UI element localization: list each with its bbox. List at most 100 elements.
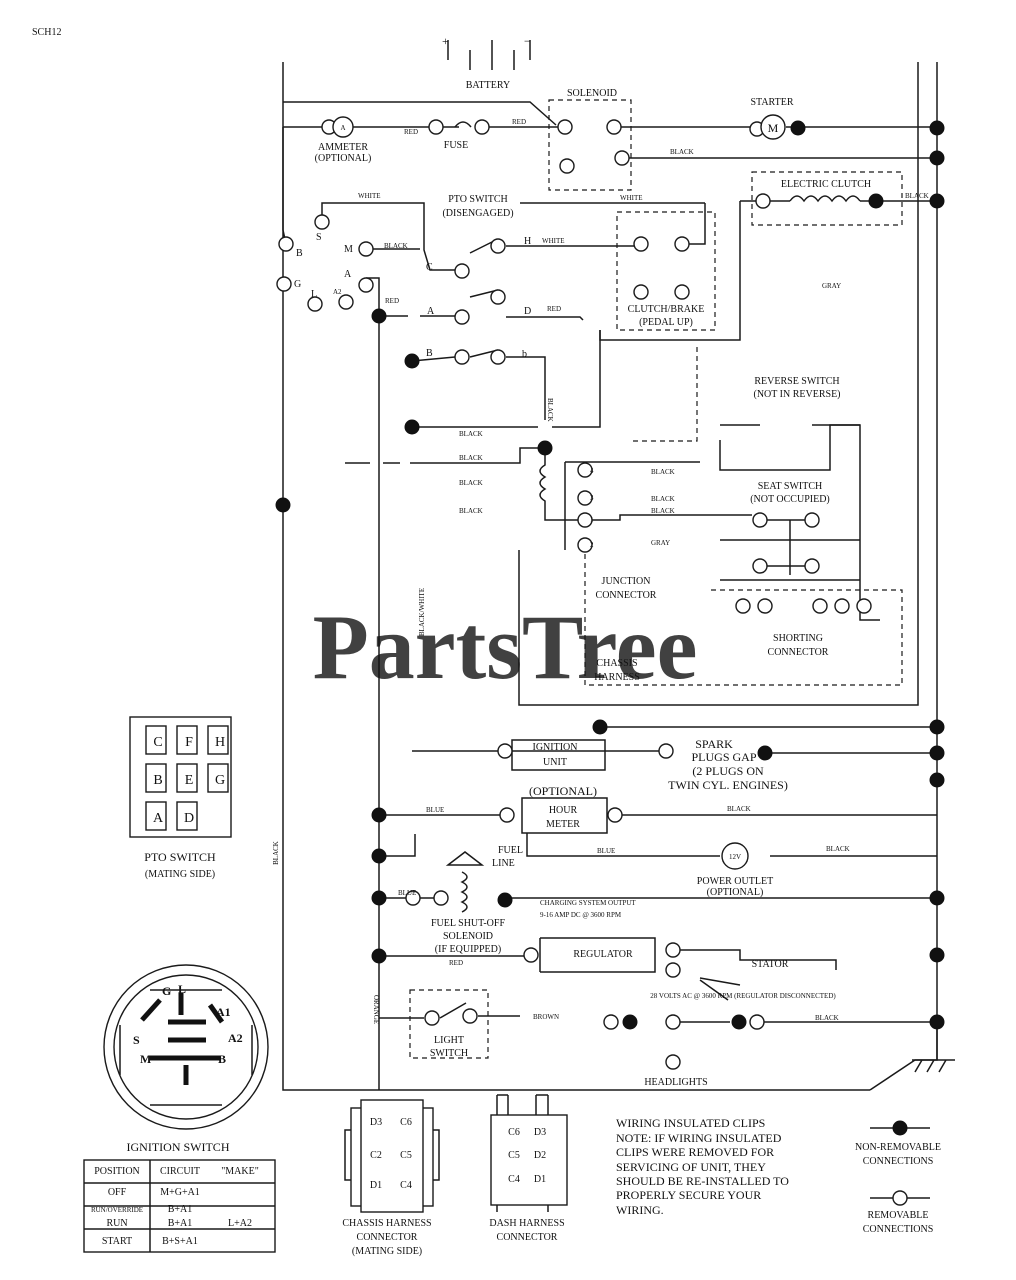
battery-plus: + <box>442 34 449 48</box>
pto-switch-top-note: (DISENGAGED) <box>442 208 513 219</box>
terminal-ring-43 <box>433 890 449 906</box>
ign-face-a1: A1 <box>216 1005 231 1019</box>
terminal-ring-19 <box>454 263 470 279</box>
wire-white-1: WHITE <box>358 192 381 200</box>
light-switch-label-1: LIGHT <box>434 1035 464 1046</box>
dash-pin-d3: D3 <box>534 1127 546 1138</box>
junction-dot-22 <box>929 1014 945 1030</box>
wire-black-13: BLACK <box>727 805 751 813</box>
terminal-ring-15 <box>276 276 292 292</box>
wire-black-15: BLACK <box>815 1014 839 1022</box>
hour-meter-note: (OPTIONAL) <box>529 784 597 798</box>
terminal-ring-51 <box>424 1010 440 1026</box>
junction-dot-14 <box>371 848 387 864</box>
wire-black-8: BLACK <box>459 507 483 515</box>
terminal-ring-23 <box>454 349 470 365</box>
table-row-2-position: RUN <box>106 1218 127 1229</box>
wire-black-12: BLACK <box>272 841 280 865</box>
terminal-ring-42 <box>405 890 421 906</box>
battery-label: BATTERY <box>466 80 510 91</box>
pto-pin-c: C <box>153 735 162 750</box>
shorting-connector-label-2: CONNECTOR <box>768 647 829 658</box>
ign-term-s: S <box>316 232 322 243</box>
terminal-ring-10 <box>633 284 649 300</box>
connection-legend: NON-REMOVABLE CONNECTIONS REMOVABLE CONN… <box>855 1120 941 1235</box>
chassis-connector-label-2: CONNECTOR <box>357 1232 418 1243</box>
dash-connector-label-2: CONNECTOR <box>497 1232 558 1243</box>
terminal-ring-26 <box>577 490 593 506</box>
ign-term-l: L <box>311 289 317 300</box>
junction-dot-13 <box>371 807 387 823</box>
junction-dot-19 <box>929 947 945 963</box>
wire-gray-1: GRAY <box>822 282 841 290</box>
junction-dot-24 <box>868 193 884 209</box>
junction-dot-17 <box>929 890 945 906</box>
junction-pin-1: 1 <box>590 516 594 524</box>
terminal-rings <box>276 119 872 1070</box>
pto-pin-a: A <box>153 811 164 826</box>
table-row-2-circuit: B+A1 <box>168 1218 193 1229</box>
junction-pin-4: 4 <box>590 467 594 475</box>
terminal-ring-40 <box>499 807 515 823</box>
terminal-ring-5 <box>559 158 575 174</box>
fuel-line-label-2: LINE <box>492 858 515 869</box>
light-switch-label-2: SWITCH <box>430 1048 468 1059</box>
junction-pin-3: 3 <box>590 494 594 502</box>
terminal-ring-24 <box>490 349 506 365</box>
hour-meter-label-1: HOUR <box>549 805 578 816</box>
clutch-brake-note: (PEDAL UP) <box>639 317 693 328</box>
legend-non-removable-1: NON-REMOVABLE <box>855 1142 941 1153</box>
hour-meter-label-2: METER <box>546 819 580 830</box>
wire-brown: BROWN <box>533 1013 559 1021</box>
terminal-ring-33 <box>735 598 751 614</box>
pto-term-d: D <box>524 306 531 317</box>
pto-term-b-lower: b <box>522 349 527 360</box>
junction-dot-9 <box>929 719 945 735</box>
junction-dot-23 <box>790 120 806 136</box>
chassis-pin-d3: D3 <box>370 1117 382 1128</box>
wire-white-2: WHITE <box>620 194 643 202</box>
terminal-ring-41 <box>607 807 623 823</box>
terminal-ring-52 <box>462 1008 478 1024</box>
ignition-table: POSITION CIRCUIT "MAKE" OFF M+G+A1 RUN/O… <box>83 1159 276 1253</box>
ignition-table-title: IGNITION SWITCH <box>127 1140 230 1154</box>
dash-pin-c4: C4 <box>508 1174 520 1185</box>
terminal-ring-22 <box>490 289 506 305</box>
terminal-ring-4 <box>606 119 622 135</box>
pto-pin-e: E <box>185 773 194 788</box>
chassis-harness-connector: D3 C6 C2 C5 D1 C4 <box>344 1099 440 1213</box>
table-row-0-circuit: M+G+A1 <box>160 1187 200 1198</box>
terminal-ring-38 <box>497 743 513 759</box>
fuel-shutoff-label-3: (IF EQUIPPED) <box>435 944 501 955</box>
fuse-symbol <box>454 121 472 128</box>
pto-pin-f: F <box>185 735 193 750</box>
junction-dot-12 <box>929 772 945 788</box>
wire-black-2: BLACK <box>905 192 929 200</box>
terminal-ring-2 <box>474 119 490 135</box>
fuel-shutoff-label-1: FUEL SHUT-OFF <box>431 918 505 929</box>
pto-pin-b: B <box>153 773 162 788</box>
ign-face-s: S <box>133 1033 140 1047</box>
wire-black-7: BLACK <box>459 479 483 487</box>
legend-removable-2: CONNECTIONS <box>863 1224 934 1235</box>
wire-black-10: BLACK <box>651 495 675 503</box>
pto-switch-top-label: PTO SWITCH <box>448 194 508 205</box>
pto-pin-h: H <box>215 735 225 750</box>
junction-dot-11 <box>757 745 773 761</box>
terminal-ring-44 <box>523 947 539 963</box>
fuel-shutoff-label-2: SOLENOID <box>443 931 493 942</box>
spark-plugs-label-2: PLUGS GAP <box>691 750 756 764</box>
terminal-ring-17 <box>338 294 354 310</box>
wire-orange: ORANGE <box>372 995 380 1024</box>
terminal-ring-50 <box>665 1054 681 1070</box>
ign-face-g: G <box>162 984 171 998</box>
power-outlet-symbol <box>721 842 749 870</box>
terminal-ring-29 <box>752 512 768 528</box>
ign-face-b: B <box>218 1052 226 1066</box>
wire-blue-2: BLUE <box>597 847 615 855</box>
watermark: PartsTree <box>313 596 698 698</box>
wire-blue-1: BLUE <box>426 806 444 814</box>
wire-blue-3: BLUE <box>398 889 416 897</box>
terminal-ring-45 <box>665 942 681 958</box>
terminal-ring-1 <box>428 119 444 135</box>
